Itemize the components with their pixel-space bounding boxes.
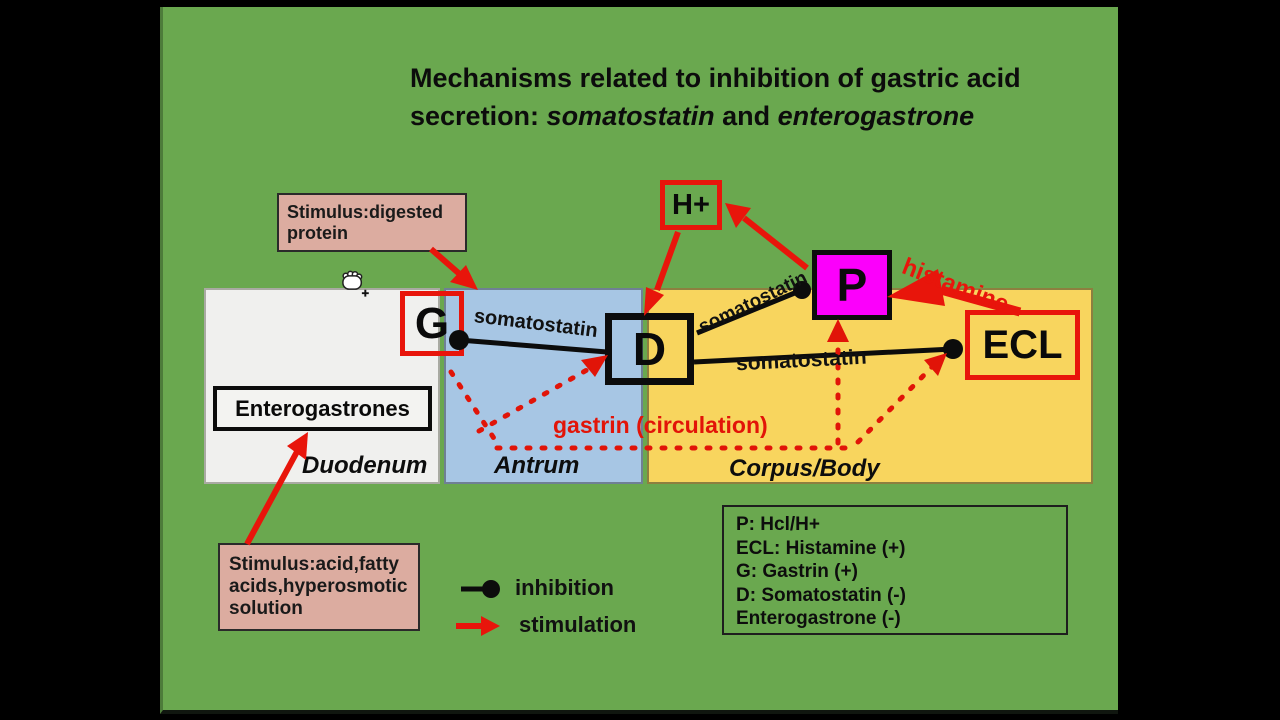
stimulus-digested-protein-box: Stimulus:digested protein xyxy=(277,193,467,252)
g-cell-box: G xyxy=(400,291,464,356)
d-label: D xyxy=(632,323,667,375)
abbreviation-key-box: P: Hcl/H+ ECL: Histamine (+) G: Gastrin … xyxy=(722,505,1068,635)
legend-stimulation-label: stimulation xyxy=(519,612,637,637)
d-cell-box: D xyxy=(605,313,694,385)
key-line: G: Gastrin (+) xyxy=(736,561,858,582)
key-line: D: Somatostatin (-) xyxy=(736,584,906,606)
h-plus-label: H+ xyxy=(672,188,710,221)
stimulus-top-line1: Stimulus:digested xyxy=(287,202,444,222)
stimulus-bottom-line2: acids,hyperosmotic xyxy=(229,576,408,597)
gastrin-circulation-label: gastrin (circulation) xyxy=(553,412,768,438)
g-label: G xyxy=(414,298,450,348)
corpus-body-label: Corpus/Body xyxy=(729,455,880,482)
parietal-cell-box: P xyxy=(812,250,892,320)
stimulus-bottom-line3: solution xyxy=(229,598,303,619)
stimulus-bottom-line1: Stimulus:acid,fatty xyxy=(229,554,399,575)
key-line: Enterogastrone (-) xyxy=(736,608,901,629)
title-line-2: secretion: somatostatin and enterogastro… xyxy=(410,101,975,131)
enterogastrones-box: Enterogastrones xyxy=(213,386,432,431)
title-line-1: Mechanisms related to inhibition of gast… xyxy=(410,63,1021,93)
page-title: Mechanisms related to inhibition of gast… xyxy=(410,59,1021,135)
key-line: ECL: Histamine (+) xyxy=(736,537,906,559)
antrum-label: Antrum xyxy=(494,452,580,479)
enterogastrones-label: Enterogastrones xyxy=(235,395,410,421)
duodenum-label: Duodenum xyxy=(302,452,428,479)
ecl-cell-box: ECL xyxy=(965,310,1080,380)
h-plus-box: H+ xyxy=(660,180,722,230)
legend-inhibition-label: inhibition xyxy=(515,575,614,600)
key-line: P: Hcl/H+ xyxy=(736,514,820,535)
ecl-label: ECL xyxy=(982,322,1063,367)
p-label: P xyxy=(836,259,868,311)
stimulus-top-line2: protein xyxy=(287,223,348,243)
stimulus-acid-box: Stimulus:acid,fatty acids,hyperosmotic s… xyxy=(218,543,420,631)
